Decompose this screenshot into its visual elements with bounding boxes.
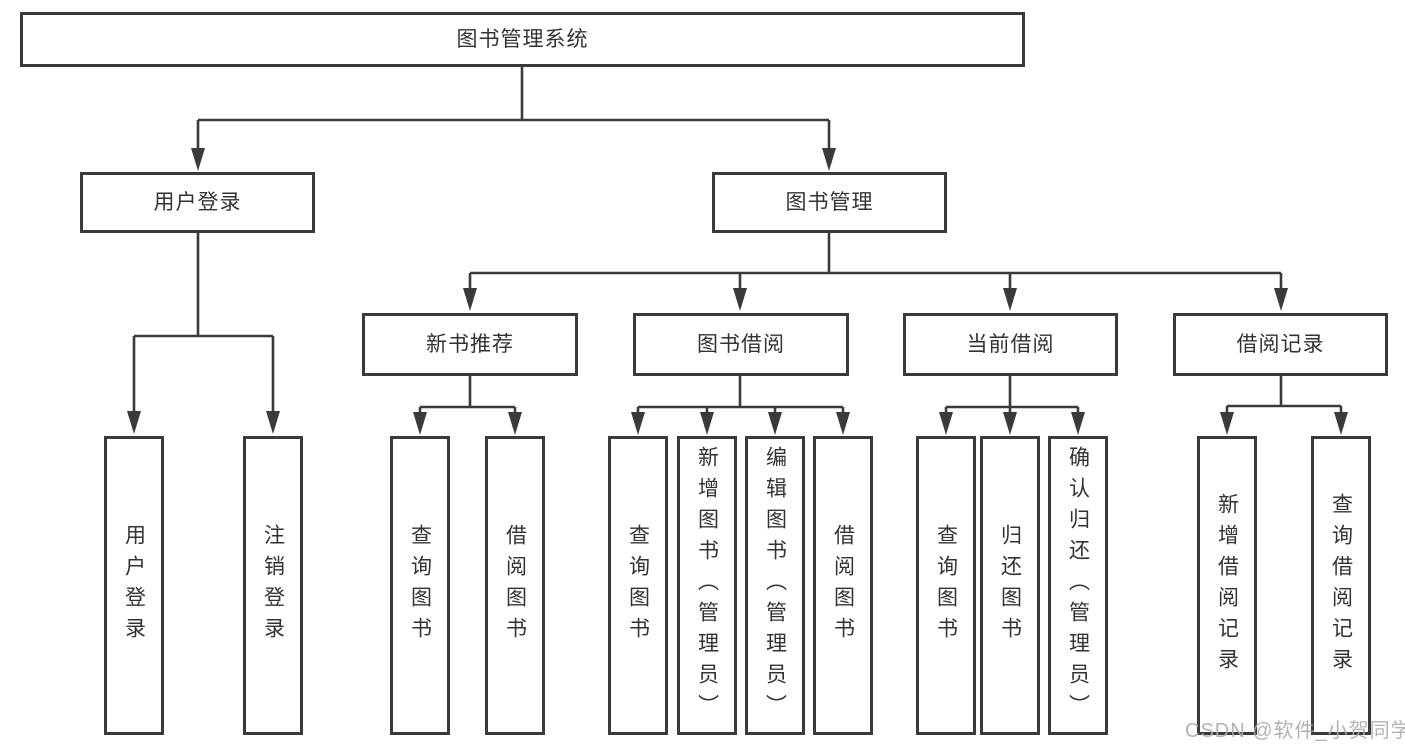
leaf-bb-query-books: 查询图书 xyxy=(608,436,668,735)
node-label: 注销登录 xyxy=(261,523,285,648)
leaf-logout: 注销登录 xyxy=(243,436,303,735)
node-label: 确认归还（管理员） xyxy=(1066,446,1090,725)
node-book-management-system: 图书管理系统 xyxy=(20,12,1025,67)
node-label: 当前借阅 xyxy=(966,333,1055,356)
node-label: 图书管理系统 xyxy=(456,28,589,51)
leaf-user-login: 用户登录 xyxy=(104,436,164,735)
leaf-br-query-record: 查询借阅记录 xyxy=(1311,436,1371,735)
leaf-br-add-record: 新增借阅记录 xyxy=(1197,436,1257,735)
node-borrow-records: 借阅记录 xyxy=(1173,313,1388,376)
node-book-borrow: 图书借阅 xyxy=(633,313,849,376)
node-label: 借阅图书 xyxy=(831,523,855,648)
node-label: 查询图书 xyxy=(626,523,650,648)
leaf-bb-add-books-admin: 新增图书（管理员） xyxy=(677,436,737,735)
node-new-book-recommend: 新书推荐 xyxy=(362,313,578,376)
node-label: 编辑图书（管理员） xyxy=(763,446,787,725)
watermark-text: CSDN @软件_小贺同学 xyxy=(1185,720,1405,742)
node-label: 查询图书 xyxy=(408,523,432,648)
node-label: 借阅记录 xyxy=(1236,333,1325,356)
node-label: 查询借阅记录 xyxy=(1329,492,1353,679)
leaf-nbr-query-books: 查询图书 xyxy=(390,436,450,735)
leaf-cb-confirm-return-admin: 确认归还（管理员） xyxy=(1048,436,1108,735)
node-label: 归还图书 xyxy=(998,523,1022,648)
leaf-cb-return-books: 归还图书 xyxy=(980,436,1040,735)
node-label: 图书借阅 xyxy=(697,333,785,356)
node-label: 新增借阅记录 xyxy=(1215,492,1239,679)
node-label: 用户登录 xyxy=(122,523,146,648)
node-label: 图书管理 xyxy=(785,191,874,214)
node-book-management: 图书管理 xyxy=(712,172,947,233)
node-label: 用户登录 xyxy=(153,191,242,214)
leaf-bb-borrow-books: 借阅图书 xyxy=(813,436,873,735)
leaf-bb-edit-books-admin: 编辑图书（管理员） xyxy=(745,436,805,735)
node-user-login: 用户登录 xyxy=(80,172,315,233)
node-label: 新书推荐 xyxy=(426,333,514,356)
node-label: 借阅图书 xyxy=(503,523,527,648)
node-current-borrow: 当前借阅 xyxy=(903,313,1118,376)
leaf-cb-query-books: 查询图书 xyxy=(916,436,976,735)
leaf-nbr-borrow-books: 借阅图书 xyxy=(485,436,545,735)
node-label: 查询图书 xyxy=(934,523,958,648)
node-label: 新增图书（管理员） xyxy=(695,446,719,725)
